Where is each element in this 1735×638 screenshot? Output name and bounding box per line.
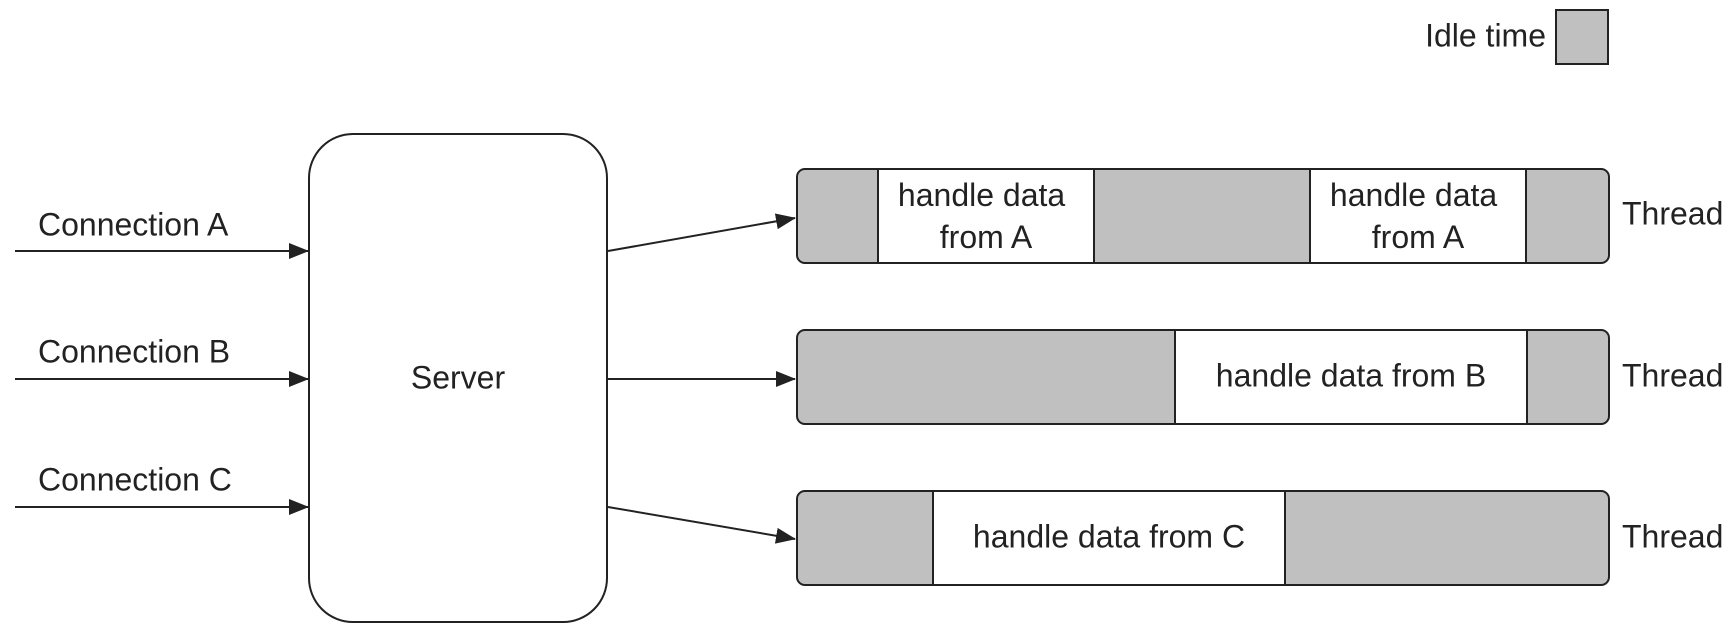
connection-a: Connection A xyxy=(15,206,309,259)
connection-a-label: Connection A xyxy=(38,206,229,242)
server-box xyxy=(308,133,608,623)
server-to-thread-1-arrow xyxy=(607,213,796,252)
thread-1-idle-segment xyxy=(1094,169,1310,263)
server-label: Server xyxy=(411,359,506,395)
connection-c-label: Connection C xyxy=(38,461,232,497)
legend-idle-swatch xyxy=(1555,9,1609,65)
server-to-thread-3-arrow xyxy=(607,506,796,544)
thread-1-work-label: handle data from A xyxy=(898,177,1074,255)
thread-2-label: Thread xyxy=(1622,357,1723,393)
thread-1-work-segment xyxy=(878,169,1094,263)
legend: Idle time xyxy=(1425,9,1609,65)
connection-b: Connection B xyxy=(15,333,309,387)
thread-2-work-label: handle data from B xyxy=(1216,357,1486,393)
server-node: Server xyxy=(308,133,608,623)
thread-3-work-label: handle data from C xyxy=(973,518,1245,554)
thread-3-idle-segment xyxy=(797,491,933,585)
thread-1-work-label: handle data from A xyxy=(1330,177,1506,255)
thread-2-bar xyxy=(796,329,1610,425)
thread-3-label: Thread xyxy=(1622,518,1723,554)
connection-c: Connection C xyxy=(15,461,309,515)
thread-1-label: Thread xyxy=(1622,195,1723,231)
thread-1: handle data from A handle data from A Th… xyxy=(796,168,1723,264)
thread-1-idle-segment xyxy=(1526,169,1609,263)
thread-1-idle-segment xyxy=(797,169,878,263)
legend-label: Idle time xyxy=(1425,17,1546,53)
thread-3: handle data from C Thread xyxy=(796,490,1723,586)
thread-1-bar xyxy=(796,168,1610,264)
thread-2-work-segment xyxy=(1175,330,1527,424)
thread-2-idle-segment xyxy=(1527,330,1609,424)
thread-2: handle data from B Thread xyxy=(796,329,1723,425)
connection-b-label: Connection B xyxy=(38,333,230,369)
thread-3-idle-segment xyxy=(1285,491,1609,585)
thread-1-work-segment xyxy=(1310,169,1526,263)
thread-3-bar xyxy=(796,490,1610,586)
thread-2-idle-segment xyxy=(797,330,1175,424)
thread-3-work-segment xyxy=(933,491,1285,585)
